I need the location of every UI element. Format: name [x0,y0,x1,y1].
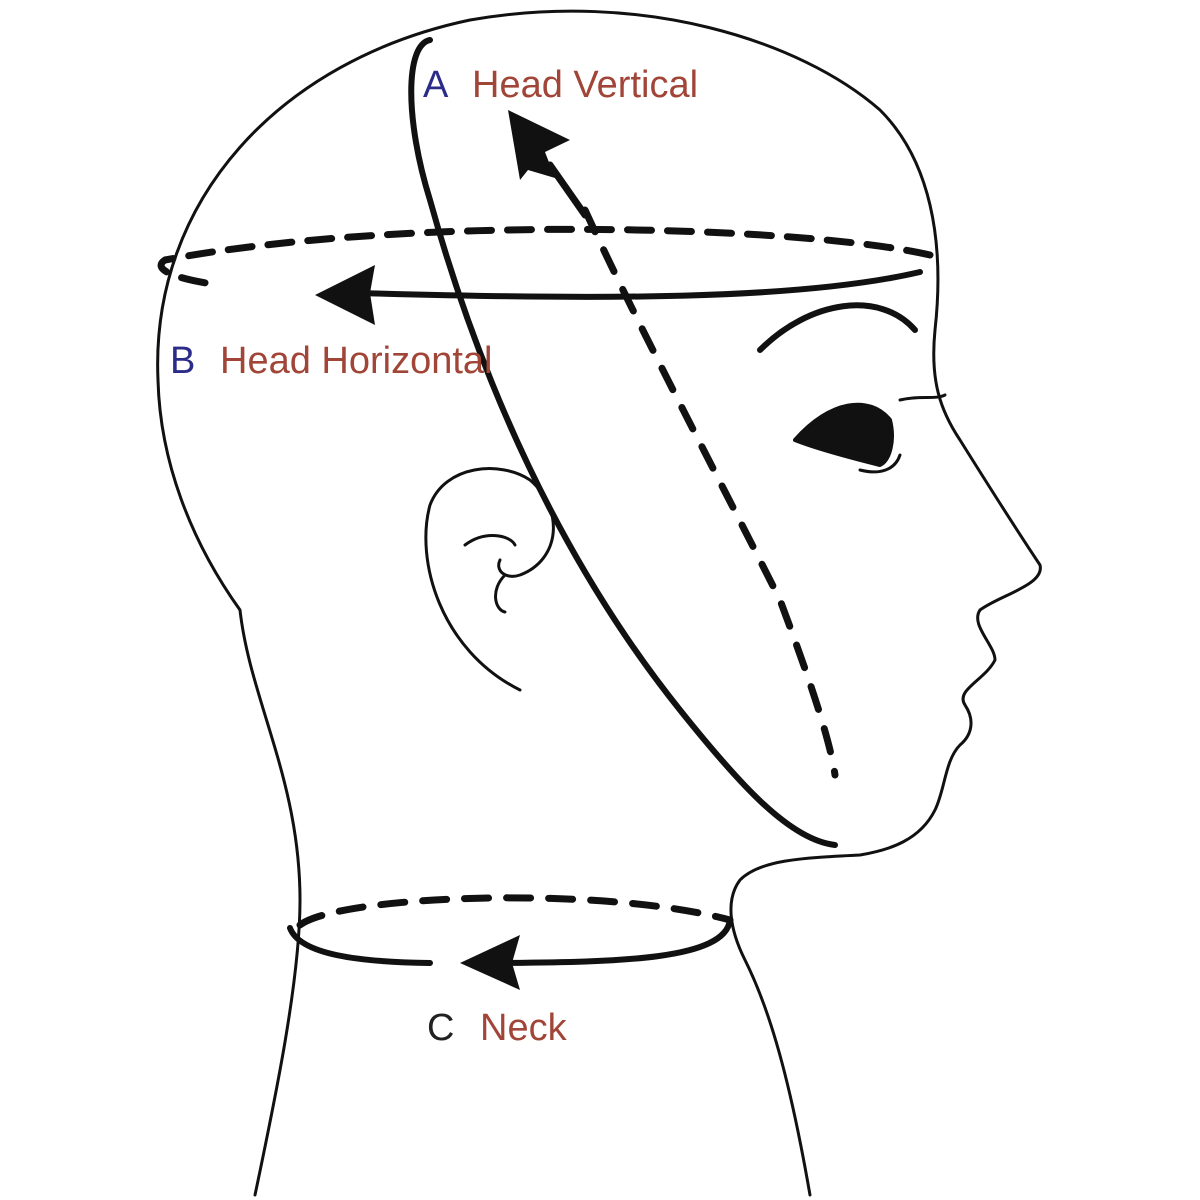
head-horizontal-line [357,269,923,300]
ear-inner [463,534,517,614]
neck-dashed [296,894,734,929]
eyebrow [757,302,918,353]
ear [424,467,555,692]
neck-arrow-icon [460,935,520,990]
head-vertical-line [408,37,838,848]
eye [793,402,894,467]
head-horizontal-arrow-icon [315,265,375,325]
label-a-letter: A [423,64,449,106]
label-b-letter: B [170,340,195,382]
head-vertical-dashed [581,206,839,779]
head-outline [156,9,1042,1197]
label-c-text: Neck [480,1007,568,1049]
label-a-text: Head Vertical [472,64,698,106]
head-vertical-arrow-shaft [546,161,589,219]
head-horizontal-dashed [157,225,934,289]
label-c-letter: C [427,1007,454,1049]
eye-lid [858,393,947,474]
label-b-text: Head Horizontal [220,340,492,382]
neck-line [287,917,733,966]
head-vertical-arrow-icon [508,110,570,180]
